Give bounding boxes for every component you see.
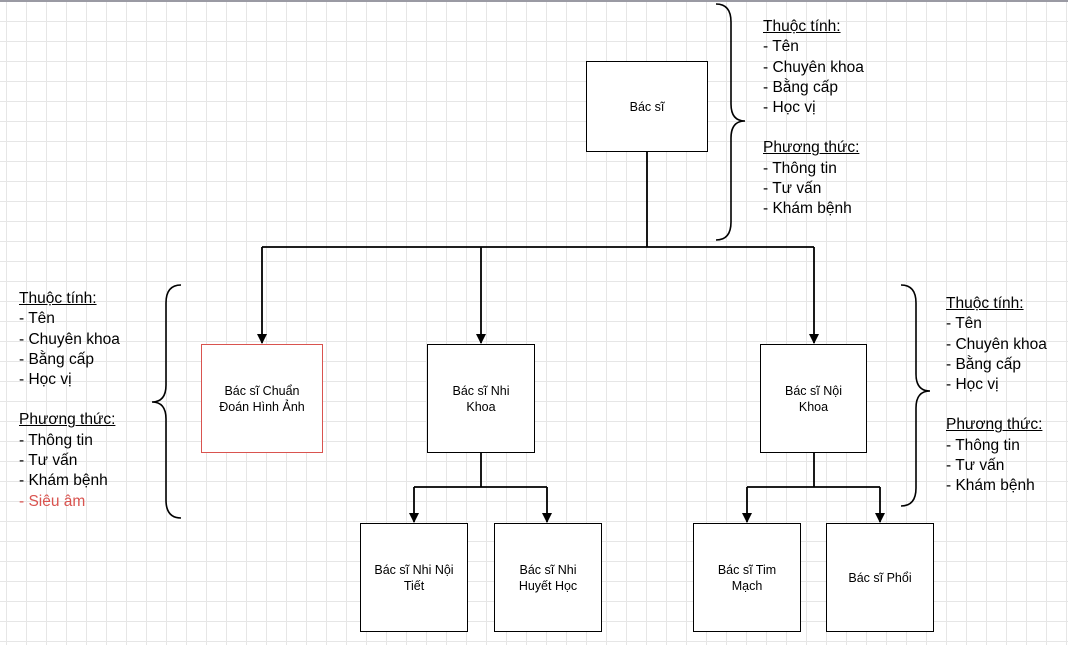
node-cardiology-label: Bác sĩ Tim Mạch [717,562,777,593]
note-left: Thuộc tính: - Tên - Chuyên khoa - Bằng c… [19,289,120,512]
note-top-methods: - Thông tin - Tư vấn - Khám bệnh [763,159,864,220]
node-imaging-label: Bác sĩ Chuẩn Đoán Hình Ảnh [219,383,305,414]
note-top-method: - Tư vấn [763,180,822,198]
node-ped-endocrine-label: Bác sĩ Nhi Nội Tiết [374,562,454,593]
node-internal-label: Bác sĩ Nội Khoa [785,383,842,414]
note-right-attribute: - Tên [946,315,982,333]
node-imaging[interactable]: Bác sĩ Chuẩn Đoán Hình Ảnh [201,344,323,453]
note-left-method: - Khám bệnh [19,472,108,490]
node-pediatrics-label: Bác sĩ Nhi Khoa [452,383,510,414]
node-pediatrics[interactable]: Bác sĩ Nhi Khoa [427,344,535,453]
note-right-method: - Tư vấn [946,457,1005,475]
note-top-attribute: - Học vị [763,99,816,117]
note-left-attribute: - Bằng cấp [19,350,94,368]
note-left-extra-method: - Siêu âm [19,492,86,510]
note-left-attribute: - Chuyên khoa [19,330,120,348]
note-left-method: - Thông tin [19,431,93,449]
node-internal[interactable]: Bác sĩ Nội Khoa [760,344,867,453]
note-top-attribute: - Bằng cấp [763,78,838,96]
note-right-attribute: - Bằng cấp [946,355,1021,373]
brace-top [715,3,746,241]
note-right-method: - Thông tin [946,436,1020,454]
node-ped-endocrine[interactable]: Bác sĩ Nhi Nội Tiết [360,523,468,632]
node-cardiology[interactable]: Bác sĩ Tim Mạch [693,523,801,632]
node-pulmonology-label: Bác sĩ Phổi [848,570,912,585]
note-right-attributes: - Tên - Chuyên khoa - Bằng cấp - Học vị [946,314,1047,395]
note-right-method: - Khám bệnh [946,477,1035,495]
note-left-methods: - Thông tin - Tư vấn - Khám bệnh - Siêu … [19,431,120,512]
note-right-attribute: - Học vị [946,376,999,394]
node-root-label: Bác sĩ [629,99,665,114]
note-left-attribute: - Học vị [19,371,72,389]
top-border [0,0,1068,2]
note-left-attributes: - Tên - Chuyên khoa - Bằng cấp - Học vị [19,309,120,390]
note-left-attributes-heading: Thuộc tính: [19,290,97,307]
brace-right [900,284,931,507]
node-ped-hematology-label: Bác sĩ Nhi Huyết Học [518,562,578,593]
note-top-attribute: - Tên [763,38,799,56]
note-top-attributes: - Tên - Chuyên khoa - Bằng cấp - Học vị [763,37,864,118]
note-top-attributes-heading: Thuộc tính: [763,18,841,35]
note-right-attribute: - Chuyên khoa [946,335,1047,353]
node-ped-hematology[interactable]: Bác sĩ Nhi Huyết Học [494,523,602,632]
note-right-methods-heading: Phương thức: [946,416,1043,434]
note-top-method: - Khám bệnh [763,200,852,218]
node-root[interactable]: Bác sĩ [586,61,708,152]
node-pulmonology[interactable]: Bác sĩ Phổi [826,523,934,632]
note-top-methods-heading: Phương thức: [763,139,860,157]
note-right-attributes-heading: Thuộc tính: [946,295,1024,312]
note-right: Thuộc tính: - Tên - Chuyên khoa - Bằng c… [946,294,1047,497]
note-left-method: - Tư vấn [19,452,78,470]
brace-left [151,284,182,519]
note-left-attribute: - Tên [19,310,55,328]
note-top-method: - Thông tin [763,159,837,177]
note-top-attribute: - Chuyên khoa [763,58,864,76]
note-top: Thuộc tính: - Tên - Chuyên khoa - Bằng c… [763,17,864,220]
note-right-methods: - Thông tin - Tư vấn - Khám bệnh [946,436,1047,497]
note-left-methods-heading: Phương thức: [19,411,116,429]
